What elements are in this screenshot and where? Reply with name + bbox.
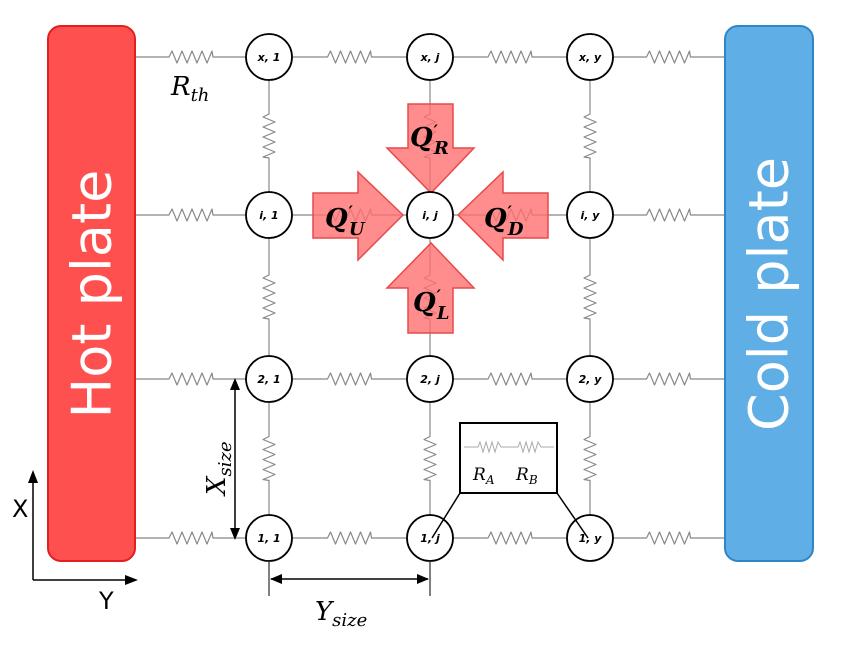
resistor: [642, 50, 695, 64]
r-th-label: Rth: [170, 72, 209, 106]
coordinate-axes: X Y: [12, 470, 138, 615]
resistor-detail-inset: RA RB: [431, 422, 589, 539]
node-label: x, 1: [257, 51, 281, 64]
node-label: x, j: [420, 51, 440, 64]
node-label: i, j: [422, 209, 438, 222]
resistor: [583, 271, 597, 323]
cold-plate: Cold plate: [724, 25, 814, 562]
node-label: x, y: [578, 51, 602, 64]
grid-node: i, j: [406, 191, 454, 239]
grid-node: x, y: [566, 33, 614, 81]
y-axis-label: Y: [98, 587, 114, 615]
node-label: 2, j: [420, 373, 440, 386]
q-up-label: Q′U: [325, 202, 366, 240]
grid-node: 1, y: [566, 514, 614, 562]
resistor: [323, 50, 376, 64]
y-size-dimension: Ysize: [268, 562, 431, 631]
node-circle: [566, 514, 614, 562]
node-circle: [566, 191, 614, 239]
resistor: [484, 50, 536, 64]
resistor: [423, 432, 437, 485]
node-label: i, 1: [259, 209, 278, 222]
node-circle: [245, 514, 293, 562]
heat-flow-down-arrow: [456, 170, 549, 262]
node-circle: [566, 355, 614, 403]
r-b-label: RB: [515, 465, 538, 487]
x-size-label: Xsize: [202, 441, 236, 497]
node-label: i, y: [581, 209, 601, 222]
hot-plate: Hot plate: [47, 25, 136, 562]
resistor: [484, 372, 536, 386]
heat-flow-right-arrow: [385, 103, 476, 195]
q-left-label: Q′L: [413, 286, 450, 324]
node-circle: [245, 355, 293, 403]
node-label: 2, 1: [257, 373, 280, 386]
grid-node: x, 1: [245, 33, 293, 81]
grid-node: i, y: [566, 191, 614, 239]
grid-node: x, j: [406, 33, 454, 81]
r-a-label: RA: [472, 465, 495, 487]
grid-node: 2, j: [406, 355, 454, 403]
node-circle: [406, 33, 454, 81]
grid-node: 1, 1: [245, 514, 293, 562]
node-circle: [245, 33, 293, 81]
resistor: [484, 531, 536, 545]
node-circle: [406, 355, 454, 403]
heat-flow-left-arrow: [385, 241, 476, 334]
wires: [136, 56, 724, 539]
grid-node: 2, 1: [245, 355, 293, 403]
resistor: [165, 372, 217, 386]
node-circle: [406, 514, 454, 562]
resistor: [262, 271, 276, 323]
resistor: [642, 531, 695, 545]
resistor: [165, 50, 217, 64]
x-axis-label: X: [12, 495, 28, 523]
resistor: [262, 432, 276, 485]
resistor: [583, 432, 597, 485]
grid-node: 2, y: [566, 355, 614, 403]
grid-node: 1, j: [406, 514, 454, 562]
node-circle: [566, 33, 614, 81]
y-size-label: Ysize: [315, 597, 367, 631]
node-label: 1, y: [579, 532, 603, 545]
grid-node: i, 1: [245, 191, 293, 239]
node-label: 1, 1: [257, 532, 280, 545]
nodes: x, 1 x, j x, y i, 1 i, j i, y 2, 1 2, j 2, y 1, 1…: [245, 33, 614, 562]
node-label: 2, y: [579, 373, 603, 386]
node-circle: [245, 191, 293, 239]
resistor: [262, 110, 276, 162]
node-label: 1, j: [420, 532, 440, 545]
resistor: [165, 531, 217, 545]
resistor: [323, 531, 376, 545]
resistor: [165, 208, 217, 222]
node-circle: [406, 191, 454, 239]
x-size-dimension: Xsize: [202, 378, 240, 540]
resistor: [642, 372, 695, 386]
heat-flow-up-arrow: [312, 170, 405, 262]
resistor: [642, 208, 695, 222]
q-down-label: Q′D: [484, 202, 524, 240]
resistor: [323, 372, 376, 386]
resistor: [583, 110, 597, 162]
q-right-label: Q′R: [410, 121, 449, 159]
